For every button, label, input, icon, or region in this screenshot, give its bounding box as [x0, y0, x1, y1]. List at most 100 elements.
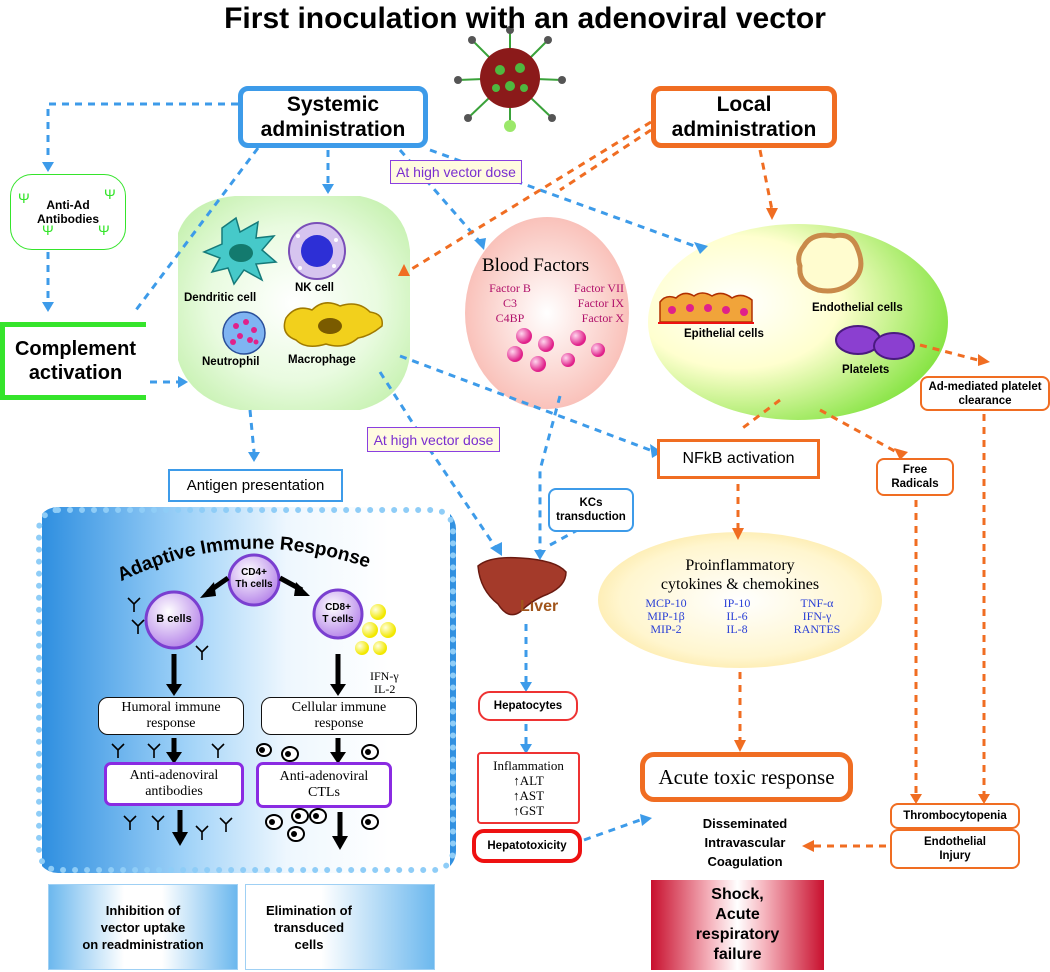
blood-factors-title: Blood Factors — [482, 255, 590, 276]
epithelial-cells-label: Epithelial cells — [684, 328, 764, 340]
macrophage-icon — [283, 302, 383, 347]
systemic-line1: Systemic — [286, 93, 380, 116]
cd8-line2: T cells — [322, 614, 354, 625]
cytokine-item: IL-6 — [726, 609, 748, 623]
antigen-presentation-box: Antigen presentation — [168, 469, 343, 502]
endothelial-injury-box: Endothelial Injury — [890, 829, 1020, 869]
factor-c4bp: C4BP — [495, 311, 525, 325]
inflammation-title: Inflammation — [493, 758, 564, 773]
adaptive-immune-panel — [36, 507, 456, 873]
dic-line3: Coagulation — [707, 854, 783, 869]
ctl-cells — [256, 743, 379, 842]
cellular-line1: Cellular immune — [291, 700, 387, 715]
alt-marker: ↑ALT — [513, 773, 544, 788]
kcs-transduction-box: KCs transduction — [548, 488, 634, 532]
systemic-administration-box: Systemic administration — [238, 86, 428, 148]
endothelial-cells-label: Endothelial cells — [812, 302, 903, 314]
blood-factors-left: Factor B C3 C4BP — [480, 281, 540, 326]
elimination-line3: cells — [294, 936, 324, 952]
inhibition-line1: Inhibition of — [105, 902, 181, 918]
b-cell-icon — [144, 590, 204, 650]
factor-x: Factor X — [581, 311, 624, 325]
systemic-line2: administration — [260, 118, 406, 141]
il-2: IL-2 — [374, 682, 396, 696]
anti-ad-antibodies-box: Anti-Ad Antibodies — [10, 174, 126, 250]
anti-antibodies-line1: Anti-adenoviral — [129, 768, 219, 783]
orange-arrows — [409, 120, 986, 848]
epithelial-cells-icon — [658, 292, 754, 324]
cytokine-item: TNF-α — [800, 596, 834, 610]
dic-line2: Intravascular — [704, 835, 786, 850]
local-administration-box: Local administration — [651, 86, 837, 148]
adenovirus-icon — [454, 26, 566, 132]
factor-b: Factor B — [489, 281, 531, 295]
platelets-label: Platelets — [842, 364, 890, 376]
gst-marker: ↑GST — [512, 803, 545, 818]
free-radicals-line1: Free — [902, 464, 928, 476]
anti-ctls-line2: CTLs — [308, 785, 340, 800]
cd4-line1: CD4+ — [241, 567, 267, 578]
dendritic-cell-icon — [202, 216, 278, 286]
antibody-icon: Ψ — [42, 222, 54, 238]
acute-toxic-response-box: Acute toxic response — [640, 752, 853, 802]
cytokine-item: MIP-2 — [650, 622, 682, 636]
shock-box: Shock, Acute respiratory failure — [651, 880, 824, 970]
endothelial-vessel-icon — [796, 232, 864, 294]
complement-activation-box: Complement activation — [0, 322, 146, 400]
liver-label: Liver — [520, 598, 559, 615]
anti-adenoviral-antibodies-box: Anti-adenoviral antibodies — [104, 762, 244, 806]
cytokines-col3: TNF-α IFN-γ RANTES — [784, 597, 850, 636]
dendritic-cell-label: Dendritic cell — [184, 292, 257, 304]
cytokines-col2: IP-10 IL-6 IL-8 — [712, 597, 762, 636]
kcs-line1: KCs — [579, 497, 603, 509]
cytokine-item: IL-8 — [726, 622, 748, 636]
nfkb-activation-box: NFkB activation — [657, 439, 820, 479]
ast-marker: ↑AST — [512, 788, 545, 803]
black-arrowheads — [166, 582, 348, 850]
cd4-line2: Th cells — [235, 579, 273, 590]
macrophage-label: Macrophage — [288, 354, 356, 366]
neutrophil-icon — [222, 311, 266, 355]
humoral-line2: response — [146, 716, 196, 731]
nk-cell-icon — [288, 222, 346, 280]
cd8-label: CD8+ T cells — [318, 602, 358, 626]
cd4-label: CD4+ Th cells — [234, 567, 274, 591]
inflammation-box: Inflammation ↑ALT ↑AST ↑GST — [477, 752, 580, 824]
cellular-response-box: Cellular immune response — [261, 697, 417, 735]
cd8-line1: CD8+ — [325, 602, 351, 613]
blood-factors-blob — [465, 217, 629, 409]
high-dose-label-top: At high vector dose — [390, 160, 522, 184]
inhibition-box: Inhibition of vector uptake on readminis… — [48, 884, 238, 970]
blood-factors-right: Factor VII Factor IX Factor X — [554, 281, 624, 326]
tissue-blob — [648, 224, 948, 420]
anti-ad-line2: Antibodies — [37, 212, 99, 226]
blood-factor-beads — [507, 328, 605, 372]
elimination-line1: Elimination of — [266, 902, 352, 918]
factor-vii: Factor VII — [573, 281, 624, 295]
antibody-glyphs — [111, 597, 233, 840]
shock-line1: Shock, — [711, 886, 764, 903]
inhibition-line2: vector uptake — [100, 919, 186, 935]
blue-arrowheads — [42, 162, 708, 826]
cytokine-item: IP-10 — [723, 596, 751, 610]
platelets-icon — [835, 325, 915, 360]
endothelial-injury-line1: Endothelial — [924, 836, 986, 848]
factor-c3: C3 — [502, 296, 517, 310]
high-dose-label-bottom: At high vector dose — [367, 427, 500, 452]
free-radicals-line2: Radicals — [891, 478, 939, 490]
orange-arrowheads — [398, 208, 990, 852]
black-arrows — [171, 575, 343, 836]
shock-line3: respiratory — [695, 926, 780, 943]
thrombocytopenia-box: Thrombocytopenia — [890, 803, 1020, 829]
platelet-clearance-box: Ad-mediated platelet clearance — [920, 376, 1050, 411]
hepatocytes-box: Hepatocytes — [478, 691, 578, 721]
ctl-nuclei — [259, 747, 371, 837]
ifn-beads — [355, 604, 396, 655]
cytokines-title1: Proinflammatory — [685, 557, 795, 574]
elimination-line2: transduced — [273, 919, 345, 935]
kcs-line2: transduction — [556, 511, 626, 523]
cytokine-item: MCP-10 — [645, 596, 687, 610]
ifn-gamma: IFN-γ — [370, 669, 399, 683]
